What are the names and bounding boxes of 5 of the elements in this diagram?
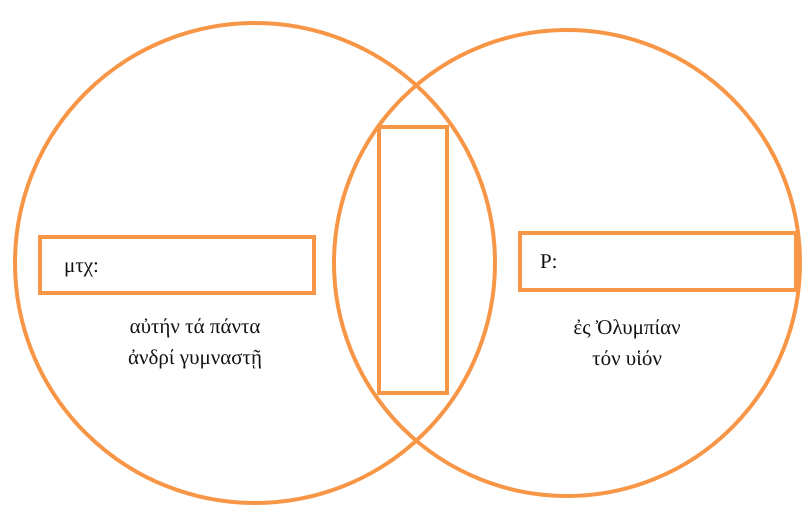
circle-text: αὐτήν τά πάντα ἀνδρί γυμναστῇ xyxy=(127,313,263,371)
label-box: P: xyxy=(518,231,798,292)
label-box: μτχ: xyxy=(38,235,316,295)
circle-text: ἐς Ὀλυμπίαν τόν υἱόν xyxy=(572,314,682,372)
empty-box xyxy=(377,125,449,395)
